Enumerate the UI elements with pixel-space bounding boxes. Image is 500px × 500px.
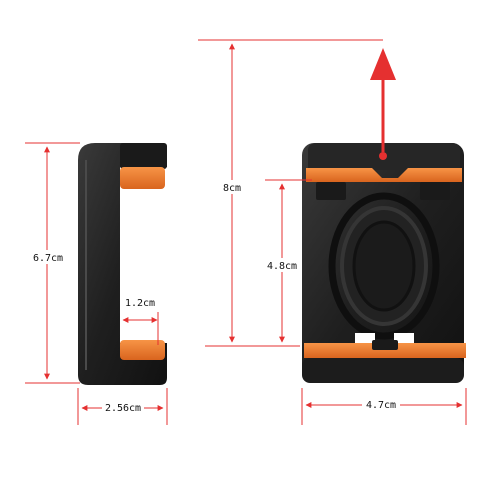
front-view-holder — [302, 143, 466, 383]
front-top-marker — [379, 152, 387, 160]
front-oval-outer — [328, 192, 440, 340]
front-top-pad — [306, 168, 462, 182]
side-height-dimension: 6.7cm — [25, 142, 80, 384]
front-width-dimension: 4.7cm — [301, 388, 467, 425]
side-depth-dimension: 2.56cm — [77, 388, 168, 425]
side-body — [78, 143, 167, 385]
front-width-label: 4.7cm — [366, 400, 396, 411]
extend-up-arrow — [370, 48, 396, 152]
total-height-label: 8cm — [223, 183, 241, 194]
side-bottom-pad — [120, 340, 165, 360]
side-top-lip — [120, 143, 167, 169]
inner-height-dimension: 4.8cm — [262, 179, 312, 343]
front-bottom-base — [302, 358, 464, 383]
total-height-dimension: 8cm — [198, 39, 383, 347]
front-bottom-pad — [304, 343, 466, 358]
side-top-pad — [120, 167, 165, 189]
inner-height-label: 4.8cm — [267, 261, 297, 272]
side-gap-dimension: 1.2cm — [122, 298, 159, 345]
side-view-holder — [78, 143, 167, 385]
side-height-label: 6.7cm — [33, 253, 63, 264]
front-oval-inner — [352, 220, 416, 312]
side-depth-label: 2.56cm — [105, 403, 141, 414]
side-gap-label: 1.2cm — [125, 298, 155, 309]
